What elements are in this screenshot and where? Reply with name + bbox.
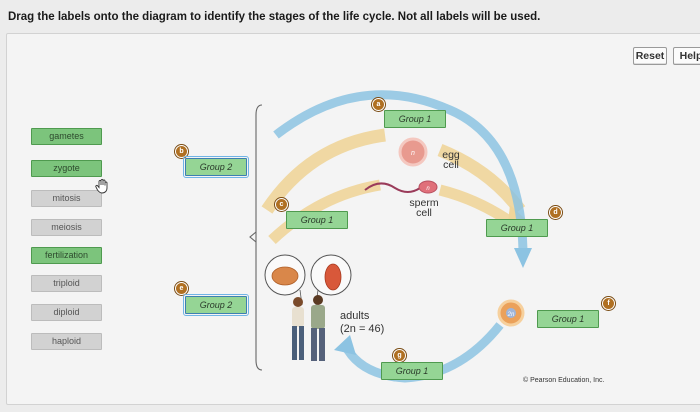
sperm-tail xyxy=(364,182,421,193)
label-gametes[interactable]: gametes xyxy=(31,128,102,145)
drop-target-e[interactable]: Group 2 xyxy=(183,294,249,316)
label-diploid[interactable]: diploid xyxy=(31,304,102,321)
label-meiosis[interactable]: meiosis xyxy=(31,219,102,236)
zygote-ploidy-badge: 2n xyxy=(507,312,515,318)
help-button[interactable]: Help xyxy=(673,47,700,65)
adults-figure-icon xyxy=(292,295,325,361)
drop-target-c[interactable]: Group 1 xyxy=(286,211,348,229)
label-mitosis[interactable]: mitosis xyxy=(31,190,102,207)
label-triploid[interactable]: triploid xyxy=(31,275,102,292)
egg-ploidy-badge: n xyxy=(411,150,415,157)
label-zygote[interactable]: zygote xyxy=(31,160,102,177)
drop-target-a[interactable]: Group 1 xyxy=(384,110,446,128)
target-letter-g: g xyxy=(393,349,406,362)
adults-label: adults (2n = 46) xyxy=(340,310,385,335)
testis-icon xyxy=(324,263,342,291)
label-fertilization[interactable]: fertilization xyxy=(31,247,102,264)
drop-target-f[interactable]: Group 1 xyxy=(537,310,599,328)
egg-cell-label: egg cell xyxy=(442,149,460,171)
target-letter-c: c xyxy=(275,198,288,211)
activity-panel xyxy=(6,33,700,405)
target-letter-a: a xyxy=(372,98,385,111)
target-letter-b: b xyxy=(175,145,188,158)
target-letter-e: e xyxy=(175,282,188,295)
sperm-ploidy-badge: n xyxy=(426,186,430,192)
instruction-text: Drag the labels onto the diagram to iden… xyxy=(8,11,541,23)
sperm-cell-label: sperm cell xyxy=(409,197,439,219)
drop-target-b[interactable]: Group 2 xyxy=(183,156,249,178)
target-letter-f: f xyxy=(602,297,615,310)
meiosis-arrow-upper xyxy=(261,128,386,214)
adult-bracket xyxy=(255,104,263,371)
ovary-icon xyxy=(271,266,299,286)
drop-target-d[interactable]: Group 1 xyxy=(486,219,548,237)
drop-target-g[interactable]: Group 1 xyxy=(381,362,443,380)
egg-cell xyxy=(398,137,428,167)
label-haploid[interactable]: haploid xyxy=(31,333,102,350)
reset-button[interactable]: Reset xyxy=(633,47,667,65)
target-letter-d: d xyxy=(549,206,562,219)
sperm-cell xyxy=(418,180,438,194)
cycle-arrowhead-top xyxy=(514,248,532,268)
grab-cursor-icon xyxy=(95,179,108,194)
cycle-arrowhead-bottom xyxy=(334,335,356,355)
cycle-arrow-top xyxy=(273,90,528,251)
copyright-text: © Pearson Education, Inc. xyxy=(523,377,605,384)
